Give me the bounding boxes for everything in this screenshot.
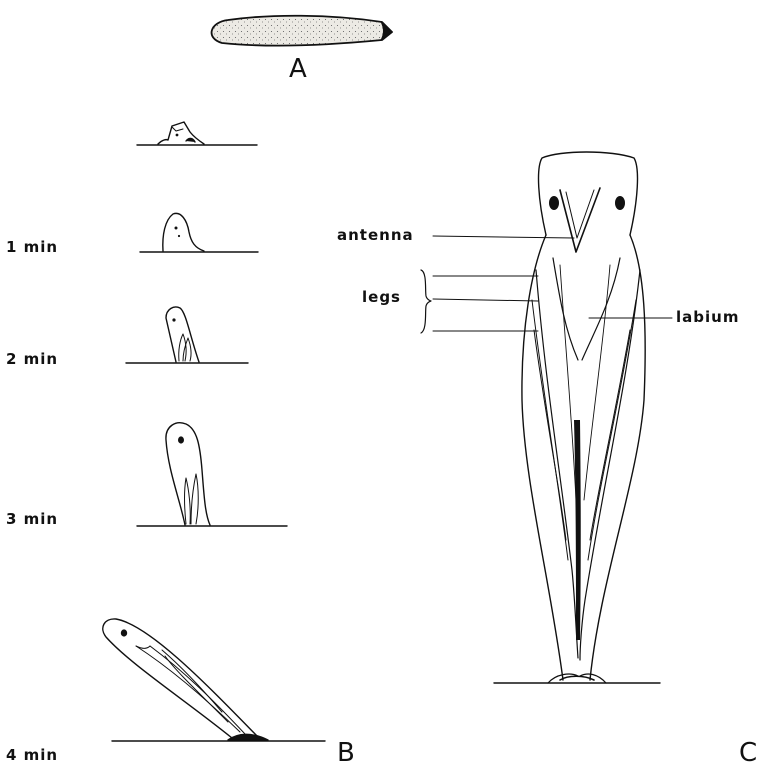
- stage-1min-drawing: [140, 213, 258, 252]
- labium-label: labium: [676, 308, 739, 326]
- stage-0-drawing: [137, 122, 257, 145]
- antenna-leader: [433, 236, 574, 238]
- panel-label-c: C: [739, 738, 757, 768]
- time-label-2min: 2 min: [6, 350, 58, 368]
- panel-label-b: B: [337, 738, 355, 768]
- stage-3min-drawing: [137, 423, 287, 526]
- antenna-label: antenna: [337, 226, 414, 244]
- legs-bracket: [421, 270, 431, 333]
- panel-label-a: A: [289, 54, 307, 84]
- time-label-4min: 4 min: [6, 746, 58, 764]
- time-label-3min: 3 min: [6, 510, 58, 528]
- stage-2min-drawing: [126, 307, 248, 363]
- egg-drawing: [212, 16, 393, 46]
- legs-label: legs: [362, 288, 401, 306]
- stage-4min-drawing: [103, 619, 325, 741]
- time-label-1min: 1 min: [6, 238, 58, 256]
- larva-drawing: [494, 152, 660, 683]
- legs-leader-2: [433, 299, 538, 301]
